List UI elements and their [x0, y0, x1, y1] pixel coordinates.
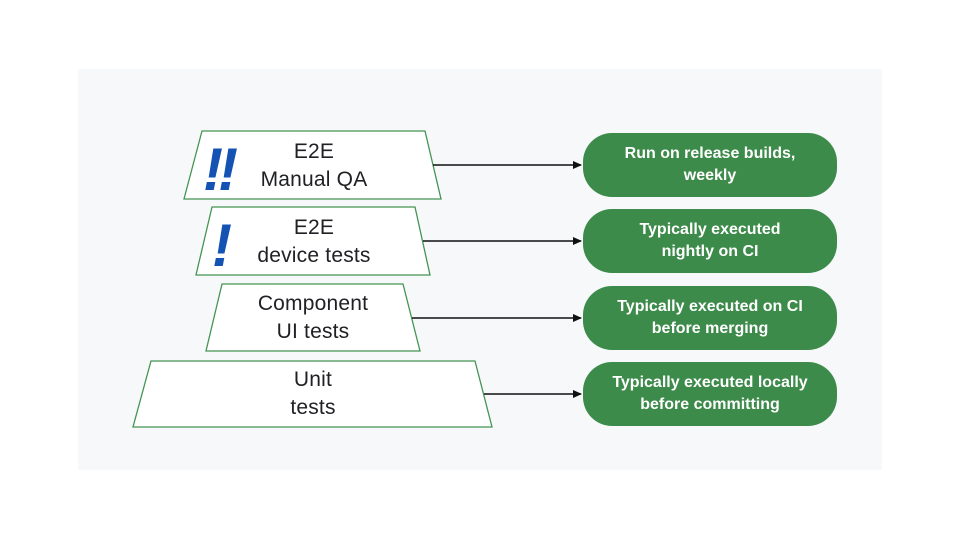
note-line: Typically executed locally [612, 374, 808, 391]
label-line: Component [257, 292, 369, 315]
label-line: Unit [293, 368, 333, 391]
note-line: before merging [651, 320, 769, 337]
double-exclamation-icon: !! [203, 136, 238, 203]
trapezoid-e2e-device-tests [195, 206, 431, 276]
trapezoid-unit-tests [132, 360, 493, 428]
trapezoid-e2e-manual-qa [183, 130, 442, 200]
label-line: tests [290, 396, 336, 419]
trapezoid-label-e2e-manual-qa: E2E Manual QA [204, 138, 424, 194]
label-line: E2E [293, 140, 335, 163]
trapezoid-component-ui-tests [205, 283, 421, 352]
trapezoid-label-component-ui-tests: Component UI tests [203, 290, 423, 346]
note-pill-ui-tests: Typically executed on CI before merging [583, 286, 837, 350]
note-line: Typically executed on CI [617, 298, 803, 315]
note-line: Run on release builds, [624, 145, 796, 162]
trapezoid-label-e2e-device-tests: E2E device tests [204, 214, 424, 270]
note-line: nightly on CI [661, 243, 759, 260]
note-line: Typically executed [639, 221, 781, 238]
note-pill-manual-qa: Run on release builds, weekly [583, 133, 837, 197]
note-pill-unit-tests: Typically executed locally before commit… [583, 362, 837, 426]
label-line: E2E [293, 216, 335, 239]
label-line: UI tests [276, 320, 350, 343]
label-line: device tests [257, 244, 371, 267]
note-line: before committing [640, 396, 780, 413]
note-pill-device-tests: Typically executed nightly on CI [583, 209, 837, 273]
note-line: weekly [683, 167, 737, 184]
trapezoid-label-unit-tests: Unit tests [203, 366, 423, 422]
label-line: Manual QA [260, 168, 368, 191]
